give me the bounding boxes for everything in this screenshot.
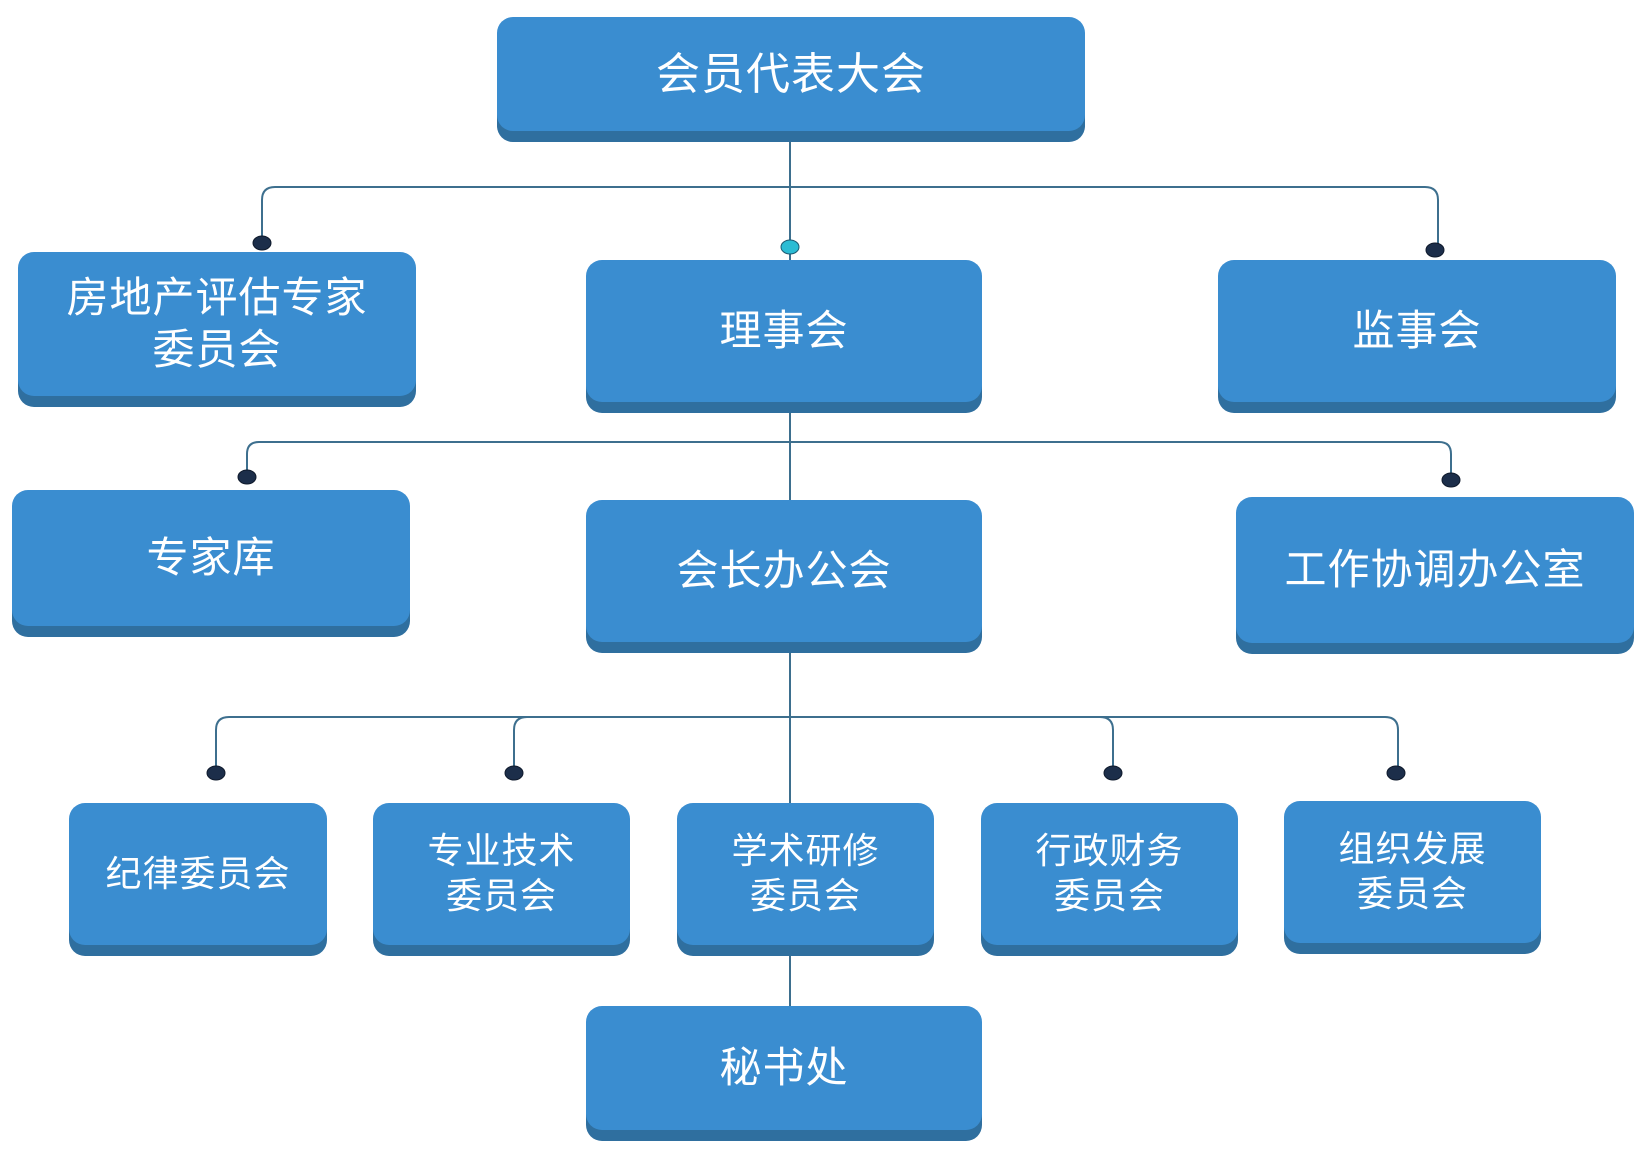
node-coordination-office: 工作协调办公室 bbox=[1236, 497, 1634, 643]
connector-branch-finance bbox=[1099, 716, 1114, 773]
connector-dot-discipline bbox=[206, 765, 226, 781]
node-appraisal-committee: 房地产评估专家 委员会 bbox=[18, 252, 416, 396]
node-secretariat: 秘书处 bbox=[586, 1006, 982, 1130]
node-supervisory-board: 监事会 bbox=[1218, 260, 1616, 402]
node-academic-committee: 学术研修 委员会 bbox=[677, 803, 934, 945]
connector-bus-level2 bbox=[246, 441, 1452, 480]
connector-dot-coordination bbox=[1441, 472, 1461, 488]
connector-dot-expert-pool bbox=[237, 469, 257, 485]
connector-dot-appraisal bbox=[252, 235, 272, 251]
node-expert-pool: 专家库 bbox=[12, 490, 410, 626]
connector-dot-council bbox=[780, 239, 800, 255]
node-assembly: 会员代表大会 bbox=[497, 17, 1085, 131]
node-finance-committee: 行政财务 委员会 bbox=[981, 803, 1238, 945]
node-development-committee: 组织发展 委员会 bbox=[1284, 801, 1541, 943]
connector-dot-finance bbox=[1103, 765, 1123, 781]
node-president-office: 会长办公会 bbox=[586, 500, 982, 642]
connector-dot-technical bbox=[504, 765, 524, 781]
node-discipline-committee: 纪律委员会 bbox=[69, 803, 327, 945]
connector-branch-technical bbox=[513, 716, 528, 773]
connector-dot-development bbox=[1386, 765, 1406, 781]
node-council: 理事会 bbox=[586, 260, 982, 402]
connector-bus-level3 bbox=[215, 716, 1399, 773]
connector-bus-level1 bbox=[261, 186, 1439, 250]
node-technical-committee: 专业技术 委员会 bbox=[373, 803, 630, 945]
connector-dot-supervisory bbox=[1425, 242, 1445, 258]
